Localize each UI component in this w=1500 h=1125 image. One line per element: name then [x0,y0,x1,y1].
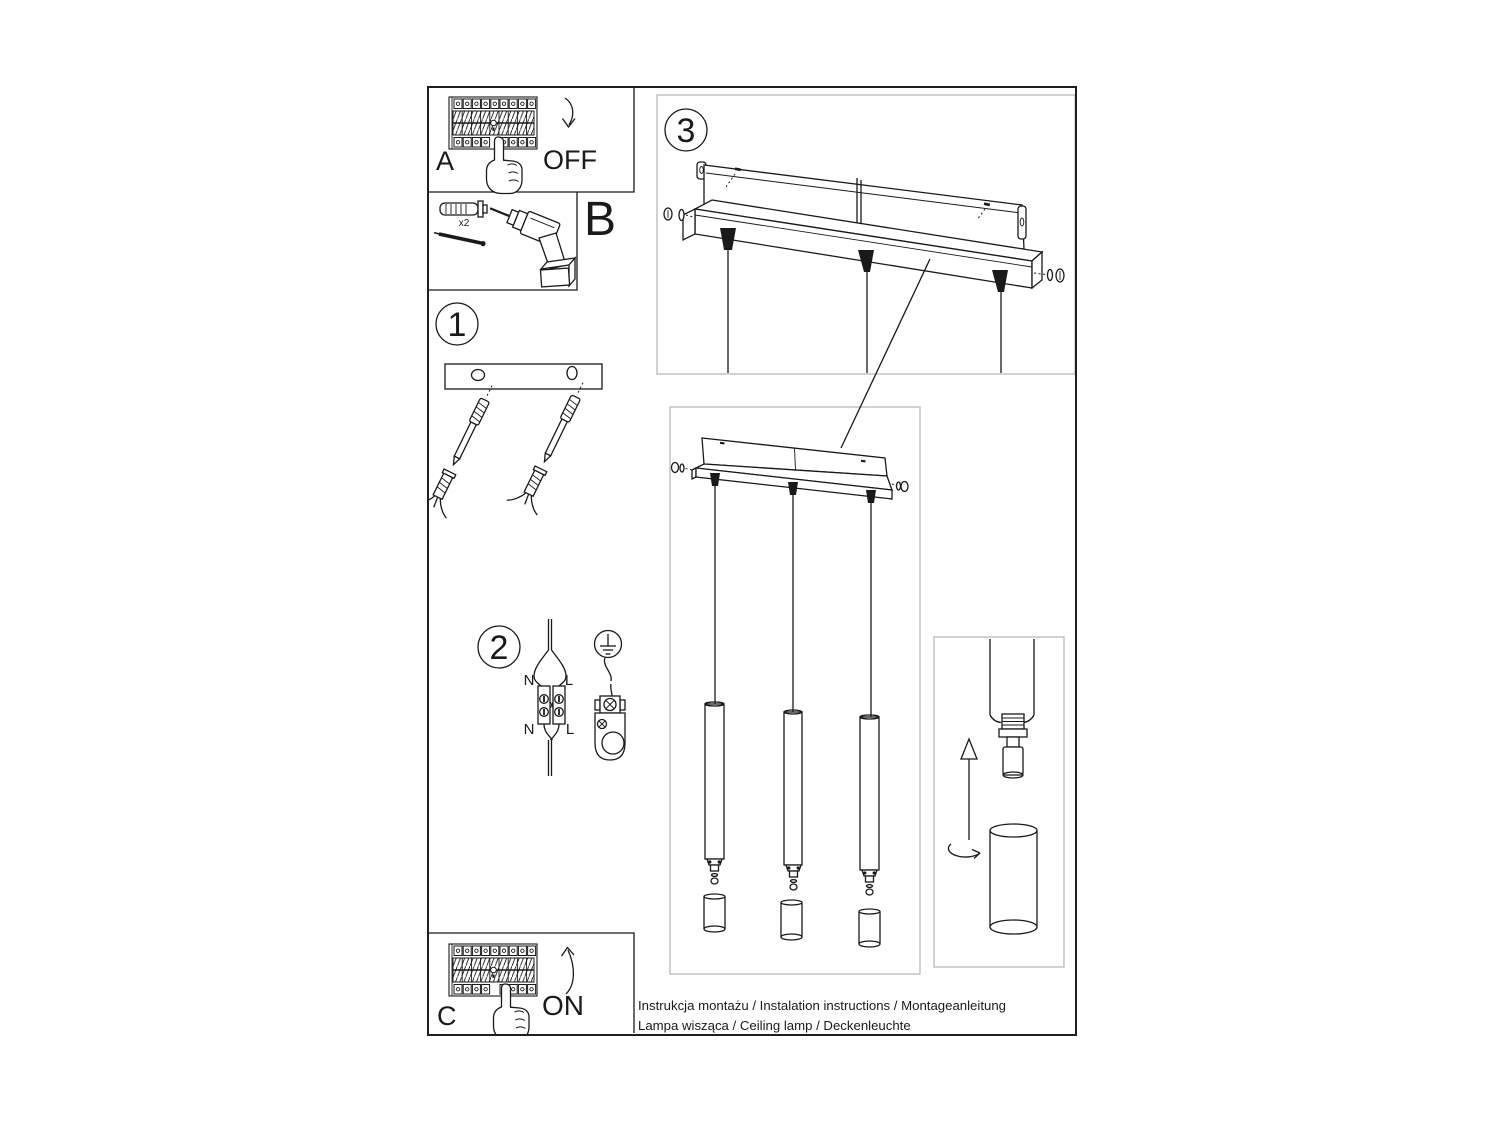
panel-power-on: C ON [429,932,635,1042]
earth-wire [603,657,612,682]
circuit-breaker-panel [449,944,537,996]
power-off-label: OFF [543,145,597,175]
lamp-box [669,406,921,975]
lamp-shade-large [989,823,1038,935]
pendant-cables [714,486,872,717]
footer: Instrukcja montażu / Instalation instruc… [638,998,1006,1033]
pendant-cables [727,250,1002,373]
diagram-svg: A OFF x2 [415,88,1076,1042]
assembled-lamp-figure [669,406,921,975]
ground-clamp [594,695,626,761]
mounting-plate [444,363,603,390]
step2-number: 2 [490,629,509,667]
earth-wire [610,683,613,697]
anchor-count-label: x2 [459,218,470,229]
bulb [789,883,798,891]
step2-figure: 2 N L [477,619,626,776]
ring [710,872,719,878]
up-arrow-icon [960,737,978,840]
footer-line1: Instrukcja montażu / Instalation instruc… [638,998,1006,1013]
wire-neutral-bottom: N [524,721,535,738]
step1-circle [435,302,479,346]
lamp-shade [703,893,726,933]
ring [865,883,874,889]
pendant-tube [783,709,803,891]
circuit-breaker-panel [449,97,537,149]
arrow-up-icon [560,946,575,995]
step1-figure: 1 [415,302,603,519]
leader-line [840,258,931,449]
wire-neutral-top: N [524,672,535,689]
rotate-arrow-icon [947,843,981,859]
cable-gland [710,473,876,503]
step3-circle [664,108,708,152]
lamp-shade [780,899,803,941]
pendant-tube [704,701,725,885]
step3-number: 3 [677,112,696,150]
arrow-down-icon [561,97,576,129]
screw-icon [433,231,486,247]
drill-icon [489,207,577,288]
wire-live-top: L [565,672,573,689]
step-b-letter: B [584,193,616,246]
step1-number: 1 [448,306,467,344]
pendant-tube-end [989,639,1035,738]
step-c-letter: C [437,1001,457,1031]
wall-plug-icon [439,200,488,218]
step-a-letter: A [436,146,454,176]
step3-figure: 3 [656,94,1076,375]
panel-power-off: A OFF [429,88,635,195]
bulb [710,877,719,885]
screw-anchor [415,377,508,519]
canopy-screw-left [670,461,693,474]
detail-box [933,636,1065,968]
terminal-block [537,685,566,725]
bulb [865,888,874,896]
earth-symbol-icon [593,629,623,659]
lamp-shade [858,908,881,948]
screw-anchor [506,374,599,516]
bulb [1002,736,1024,779]
pendant-tube [859,714,880,896]
wire-live-bottom: L [566,721,574,738]
canopy-screw-right [891,480,909,493]
power-on-label: ON [542,990,584,1021]
wire-diagram: N L N L [524,619,574,776]
mains-cable [856,178,862,230]
bulb-detail-figure [933,636,1065,968]
sheet-frame: A OFF x2 [415,86,1077,1042]
panel-tools: x2 [429,192,578,291]
step2-circle [477,625,521,669]
canopy-screw-right [1033,268,1065,283]
ceiling-canopy [682,199,1044,290]
canopy-screw-left [663,207,694,222]
footer-line2: Lampa wisząca / Ceiling lamp / Deckenleu… [638,1018,911,1033]
cable-gland [720,228,1008,292]
ring [789,878,798,884]
